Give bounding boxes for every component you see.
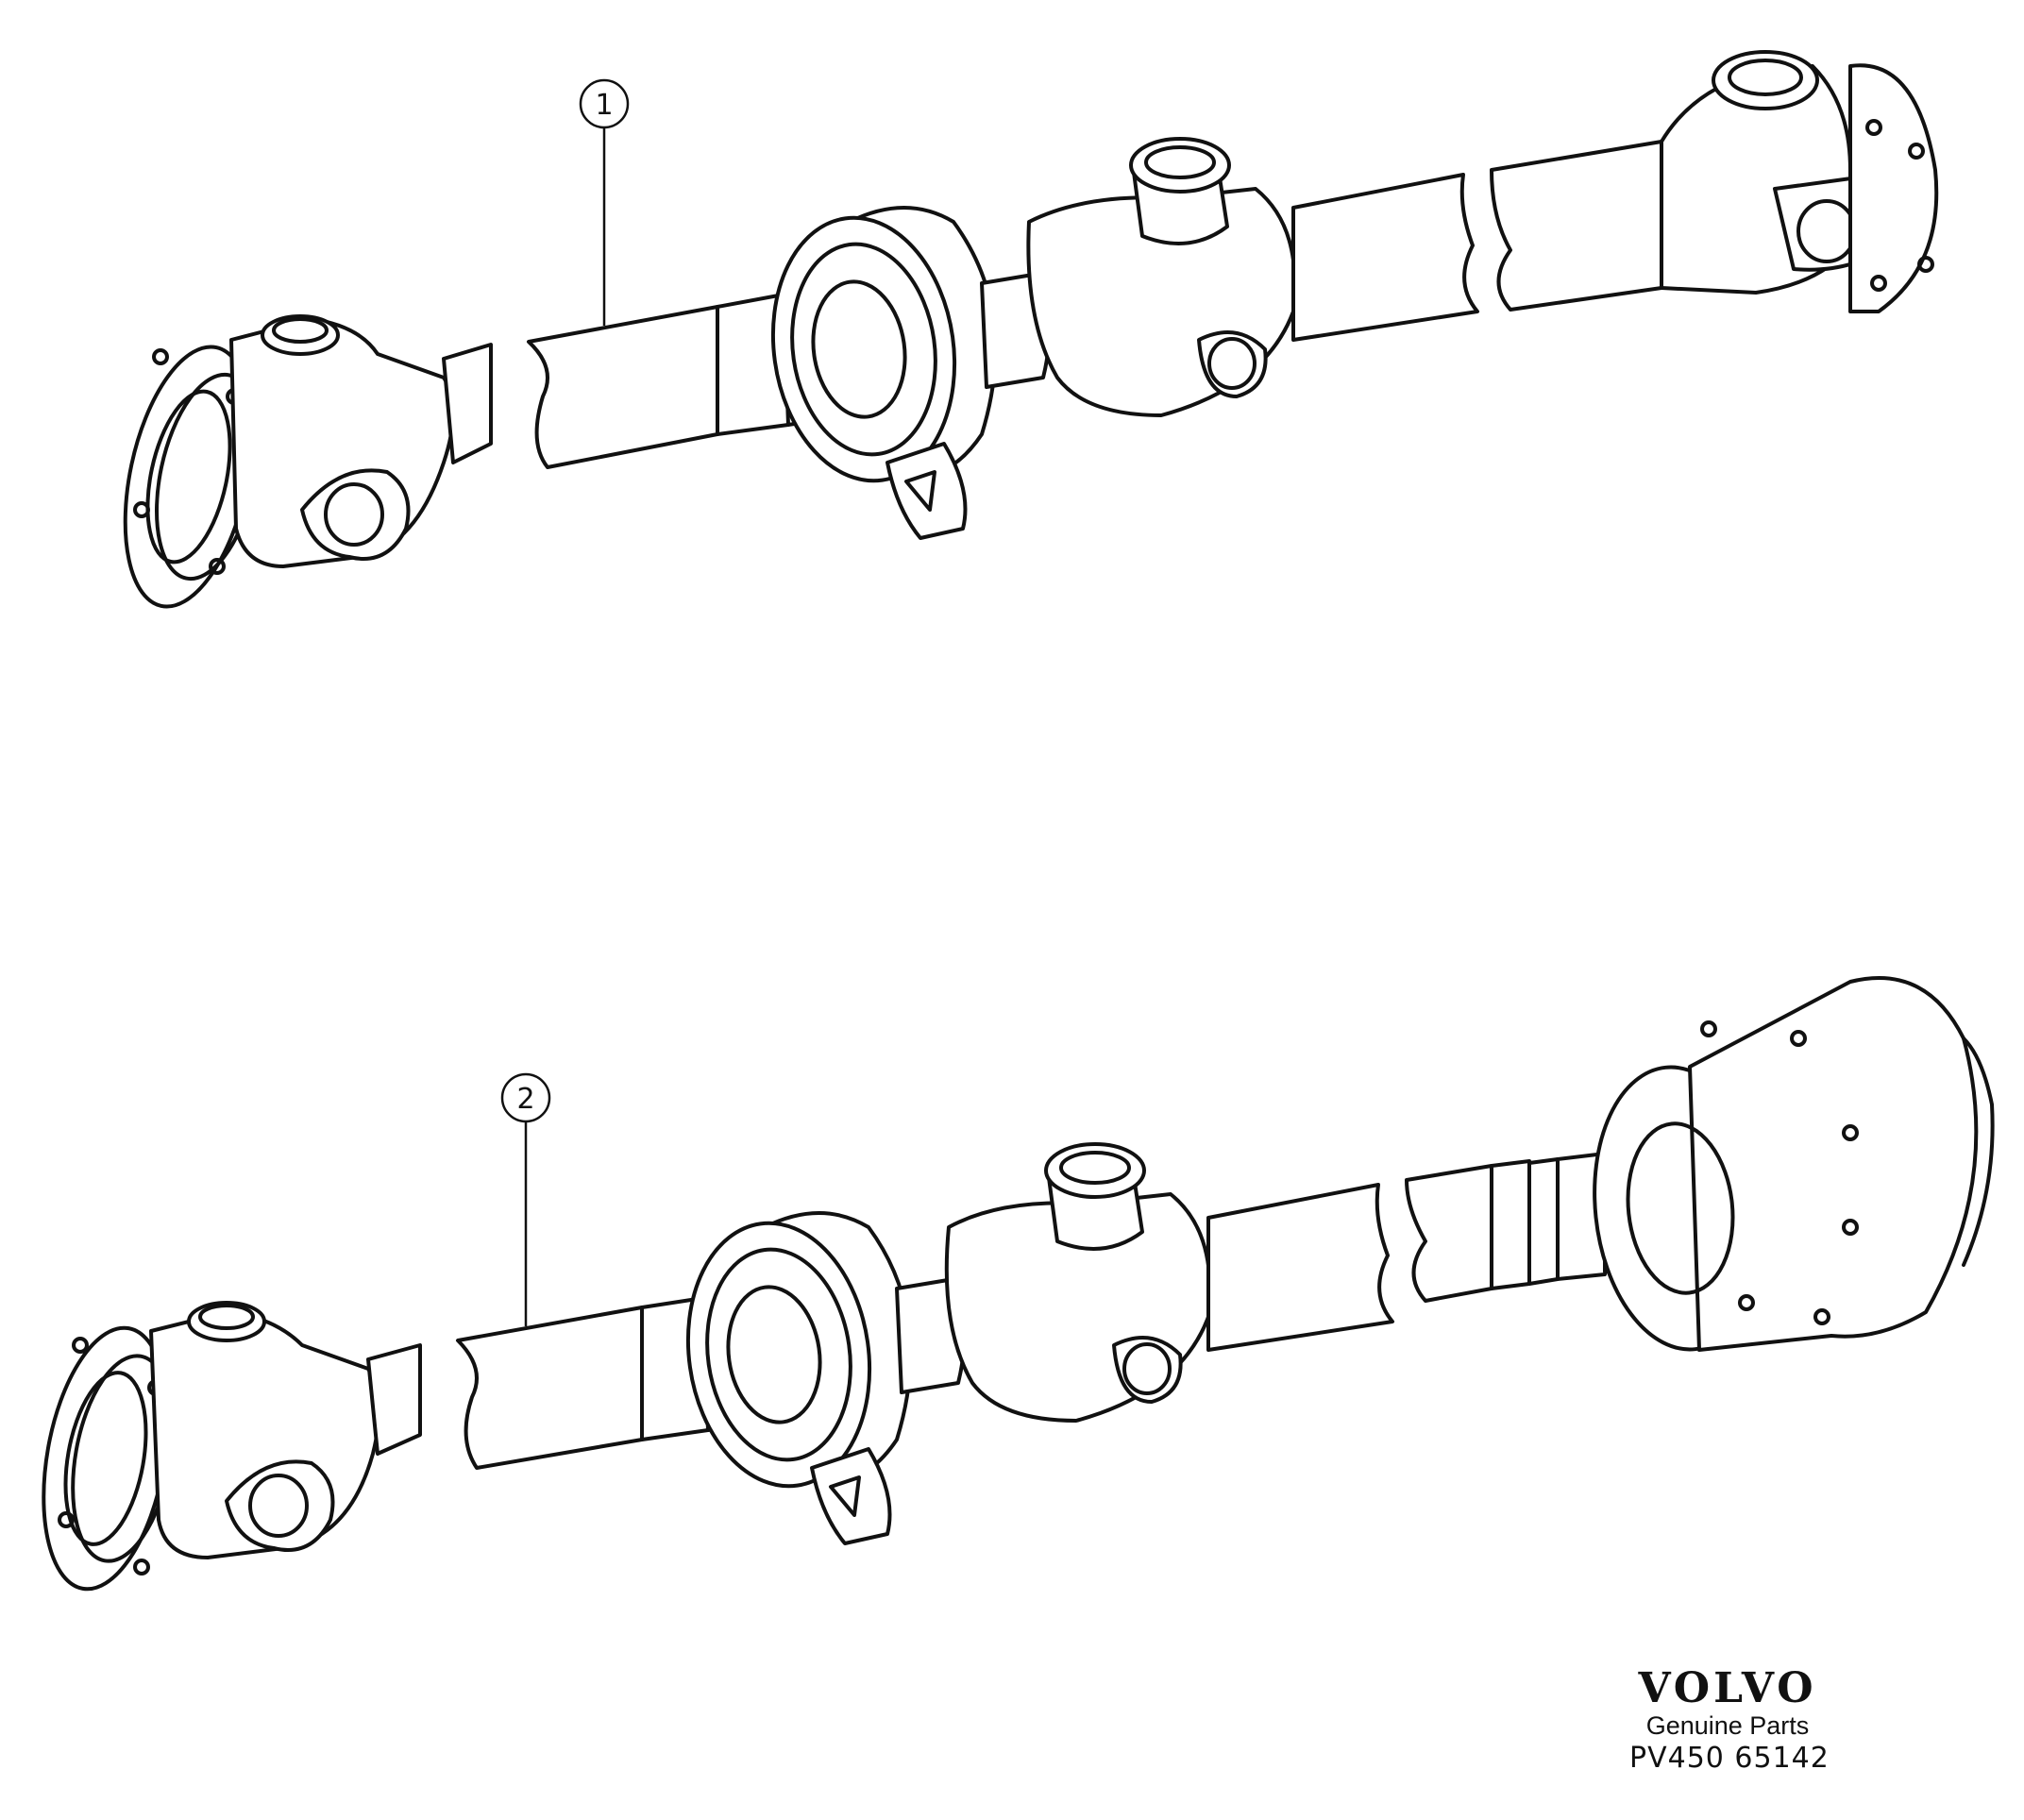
brand-block: VOLVO Genuine Parts [1605, 1667, 1850, 1741]
brand-subtitle: Genuine Parts [1645, 1711, 1810, 1740]
figure-code: PV450 65142 [1629, 1742, 1830, 1775]
shaft-1-left-universal-joint [229, 314, 455, 568]
shaft-1-right-flange [1848, 63, 1939, 313]
shaft-1-tube-front [442, 343, 493, 464]
callout-2-label: 2 [516, 1083, 534, 1116]
callout-1: 1 [579, 78, 630, 326]
shaft-2-tube-front [366, 1343, 422, 1456]
propeller-shaft-2 [42, 976, 1995, 1592]
shaft-2-center-bearing [685, 1211, 913, 1545]
shaft-2-middle-universal-joint [944, 1142, 1212, 1423]
callout-1-label: 1 [595, 89, 613, 122]
shaft-1-middle-universal-joint [1026, 137, 1297, 417]
shaft-1-center-bearing [770, 206, 998, 540]
propeller-shaft-1 [123, 50, 1939, 609]
callout-2: 2 [500, 1072, 551, 1326]
volvo-logo: VOLVO [1638, 1664, 1817, 1712]
shaft-2-left-universal-joint [149, 1301, 381, 1559]
shaft-2-rear-coupling [1593, 976, 1995, 1352]
